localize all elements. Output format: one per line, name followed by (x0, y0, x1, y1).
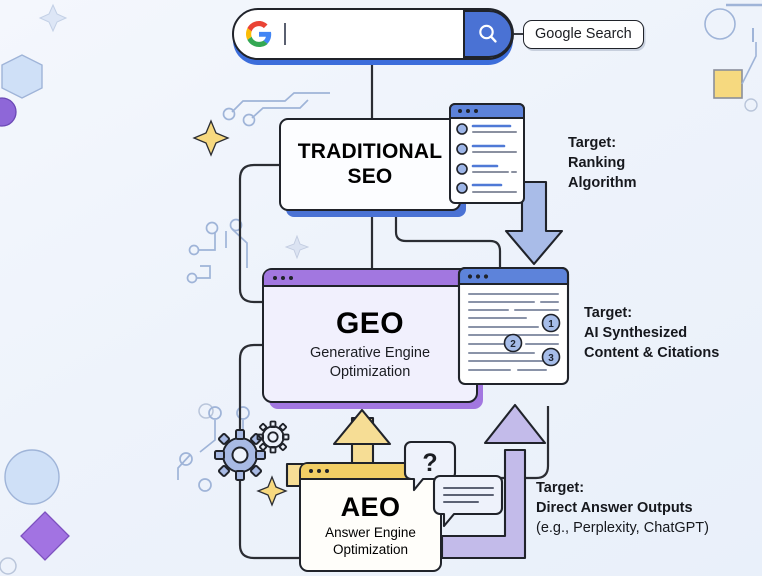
traditional-seo-title-line2: SEO (347, 164, 393, 188)
google-search-callout: Google Search (523, 20, 644, 49)
magnifier-icon (479, 24, 497, 43)
circuit-trace (186, 218, 248, 284)
circuit-trace (741, 42, 757, 85)
circle-shape (0, 557, 17, 575)
target-seo-line1: Target: (568, 135, 617, 151)
circle-shape (0, 97, 17, 127)
connector-aeo-right-bus (442, 406, 550, 480)
svg-text:1: 1 (548, 319, 554, 330)
geo-card-body: GEO Generative Engine Optimization (264, 287, 476, 401)
hexagon-shape (1, 54, 43, 99)
window-dot (309, 469, 313, 473)
circle-shape (744, 98, 758, 112)
aeo-card-body: AEO Answer Engine Optimization (301, 480, 440, 570)
gear-icon (214, 429, 266, 481)
sparkle-icon (192, 119, 230, 157)
svg-text:2: 2 (510, 339, 516, 350)
target-aeo-label: Target: Direct Answer Outputs (e.g., Per… (536, 479, 709, 539)
target-aeo-line2: Direct Answer Outputs (536, 499, 693, 516)
citation-badge (541, 313, 561, 333)
traditional-seo-title-line1: TRADITIONAL (297, 140, 443, 164)
aeo-subtitle-line2: Optimization (332, 541, 409, 557)
ai-answer-window: 1 2 3 (457, 266, 570, 386)
target-geo-line1: Target: (584, 305, 633, 321)
window-dot (317, 469, 321, 473)
geo-subtitle-line1: Generative Engine (309, 345, 431, 362)
question-mark-glyph: ? (422, 449, 437, 477)
window-dot (281, 275, 285, 280)
circuit-trace (222, 92, 330, 127)
diamond-shape (20, 511, 70, 561)
sparkle-icon (38, 3, 68, 33)
chat-answer-bubble (432, 474, 504, 528)
circle-shape (4, 449, 60, 505)
target-geo-label: Target: AI Synthesized Content & Citatio… (584, 304, 719, 364)
geo-title: GEO (336, 307, 404, 341)
traditional-seo-card[interactable]: TRADITIONAL SEO (279, 118, 461, 211)
target-seo-line3: Algorithm (568, 174, 637, 191)
gear-icon (256, 420, 290, 454)
connector-seo-right-bus (394, 214, 502, 268)
arrow-down-blue (504, 180, 564, 266)
target-aeo-line3: (e.g., Perplexity, ChatGPT) (536, 519, 709, 536)
connector-left-bus-upper (238, 163, 279, 304)
citation-badge (503, 333, 523, 353)
google-g-logo (246, 21, 272, 47)
search-results-window (449, 103, 525, 204)
circle-shape (198, 403, 214, 419)
window-dot (289, 275, 293, 280)
google-search-bar[interactable] (232, 8, 514, 60)
aeo-title: AEO (340, 491, 401, 522)
square-shape (713, 69, 743, 99)
geo-card-titlebar (264, 270, 476, 287)
search-submit-button[interactable] (463, 10, 513, 58)
sparkle-icon (256, 475, 288, 507)
window-dot (273, 275, 277, 280)
arrow-up-yellow-head (332, 408, 392, 446)
geo-card[interactable]: GEO Generative Engine Optimization (262, 268, 478, 403)
geo-subtitle-line2: Optimization (329, 363, 411, 380)
sparkle-icon (284, 234, 310, 260)
svg-text:3: 3 (548, 353, 554, 364)
target-aeo-line1: Target: (536, 480, 585, 496)
arrow-up-purple (440, 448, 527, 560)
circle-shape (704, 8, 736, 40)
target-geo-line2: AI Synthesized (584, 324, 688, 341)
target-geo-line3: Content & Citations (584, 344, 720, 361)
search-text-caret (284, 23, 286, 45)
aeo-subtitle-line1: Answer Engine (325, 524, 416, 540)
target-seo-label: Target: Ranking Algorithm (568, 134, 636, 194)
citation-badge (541, 347, 561, 367)
target-seo-line2: Ranking (568, 154, 626, 171)
arrow-up-purple-head (483, 403, 547, 445)
window-dot (325, 469, 329, 473)
